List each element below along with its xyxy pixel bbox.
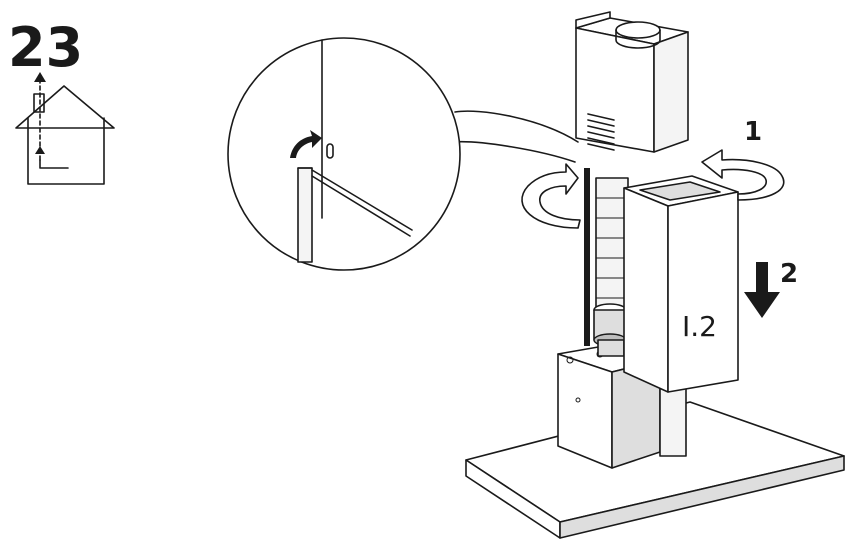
support-rod xyxy=(584,168,590,346)
step-number: 23 xyxy=(8,16,83,79)
curved-arrow-icon xyxy=(290,130,322,158)
lower-chimney-section: I.2 xyxy=(623,175,739,393)
part-label: I.2 xyxy=(682,310,717,343)
rotate-arrow-left-icon xyxy=(521,163,581,229)
house-vent-icon xyxy=(15,72,115,185)
arrow-label-1: 1 xyxy=(744,117,762,147)
flexible-duct xyxy=(593,177,629,357)
vent-grille xyxy=(587,113,615,151)
rotate-arrow-right-icon xyxy=(701,149,785,201)
hood-canopy xyxy=(465,401,845,539)
detail-magnifier xyxy=(227,37,461,271)
down-arrow-icon xyxy=(744,262,780,318)
arrow-label-2: 2 xyxy=(780,259,798,289)
upper-chimney-fixed xyxy=(575,11,689,153)
